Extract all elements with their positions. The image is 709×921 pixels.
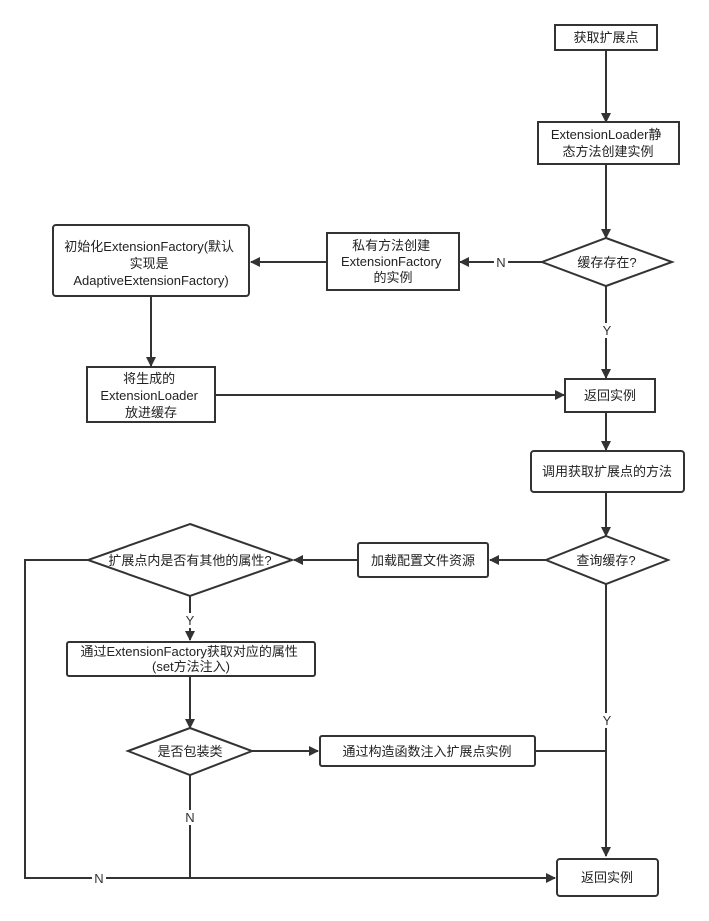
- node-call-get-ext-label: 调用获取扩展点的方法: [542, 464, 672, 479]
- edge-label-text: N: [496, 255, 505, 270]
- edge-has-attrs-no: [24, 559, 556, 883]
- node-return-instance-2: 返回实例: [556, 858, 659, 897]
- node-private-create: 私有方法创建 ExtensionFactory 的实例: [326, 232, 460, 291]
- edge-label-text: Y: [603, 713, 612, 728]
- node-load-config: 加载配置文件资源: [357, 542, 489, 578]
- node-has-other-attrs: 扩展点内是否有其他的属性?: [84, 522, 296, 598]
- node-cache-exists-label: 缓存存在?: [577, 255, 636, 270]
- label-wrapper-no: N: [183, 810, 197, 825]
- node-start-label: 获取扩展点: [573, 30, 638, 45]
- node-is-wrapper-label: 是否包装类: [157, 744, 222, 759]
- edge-label-text: N: [94, 871, 103, 886]
- node-static-create: ExtensionLoader静 态方法创建实例: [537, 121, 680, 165]
- node-put-cache: 将生成的 ExtensionLoader 放进缓存: [86, 366, 216, 423]
- node-query-cache: 查询缓存?: [543, 534, 671, 586]
- label-has-attrs-no: N: [92, 871, 106, 886]
- node-return-instance-1-label: 返回实例: [584, 388, 636, 403]
- node-call-get-ext: 调用获取扩展点的方法: [530, 450, 685, 493]
- node-return-instance-2-label: 返回实例: [581, 870, 633, 885]
- node-get-attr-label: 通过ExtensionFactory获取对应的属性 (set方法注入): [80, 644, 301, 674]
- edge-label-text: Y: [603, 323, 612, 338]
- node-is-wrapper: 是否包装类: [125, 726, 255, 777]
- node-start: 获取扩展点: [554, 24, 658, 51]
- label-has-attrs-yes: Y: [183, 613, 197, 628]
- label-query-yes: Y: [600, 713, 614, 728]
- node-init-factory: 初始化ExtensionFactory(默认 实现是 AdaptiveExten…: [52, 224, 250, 297]
- edge-label-text: Y: [186, 613, 195, 628]
- edge-label-text: N: [185, 810, 194, 825]
- node-put-cache-label: 将生成的 ExtensionLoader 放进缓存: [100, 371, 201, 420]
- label-cache-no: N: [494, 255, 508, 270]
- node-init-factory-label: 初始化ExtensionFactory(默认 实现是 AdaptiveExten…: [64, 239, 237, 288]
- node-get-attr: 通过ExtensionFactory获取对应的属性 (set方法注入): [66, 641, 316, 677]
- node-return-instance-1: 返回实例: [564, 378, 656, 413]
- node-query-cache-label: 查询缓存?: [576, 553, 635, 568]
- node-load-config-label: 加载配置文件资源: [371, 553, 475, 568]
- node-static-create-label: ExtensionLoader静 态方法创建实例: [551, 127, 665, 159]
- node-ctor-inject: 通过构造函数注入扩展点实例: [319, 735, 536, 767]
- node-private-create-label: 私有方法创建 ExtensionFactory 的实例: [341, 238, 445, 285]
- node-cache-exists: 缓存存在?: [539, 236, 675, 288]
- node-ctor-inject-label: 通过构造函数注入扩展点实例: [342, 744, 511, 759]
- node-has-other-attrs-label: 扩展点内是否有其他的属性?: [108, 553, 271, 568]
- label-cache-yes: Y: [600, 323, 614, 338]
